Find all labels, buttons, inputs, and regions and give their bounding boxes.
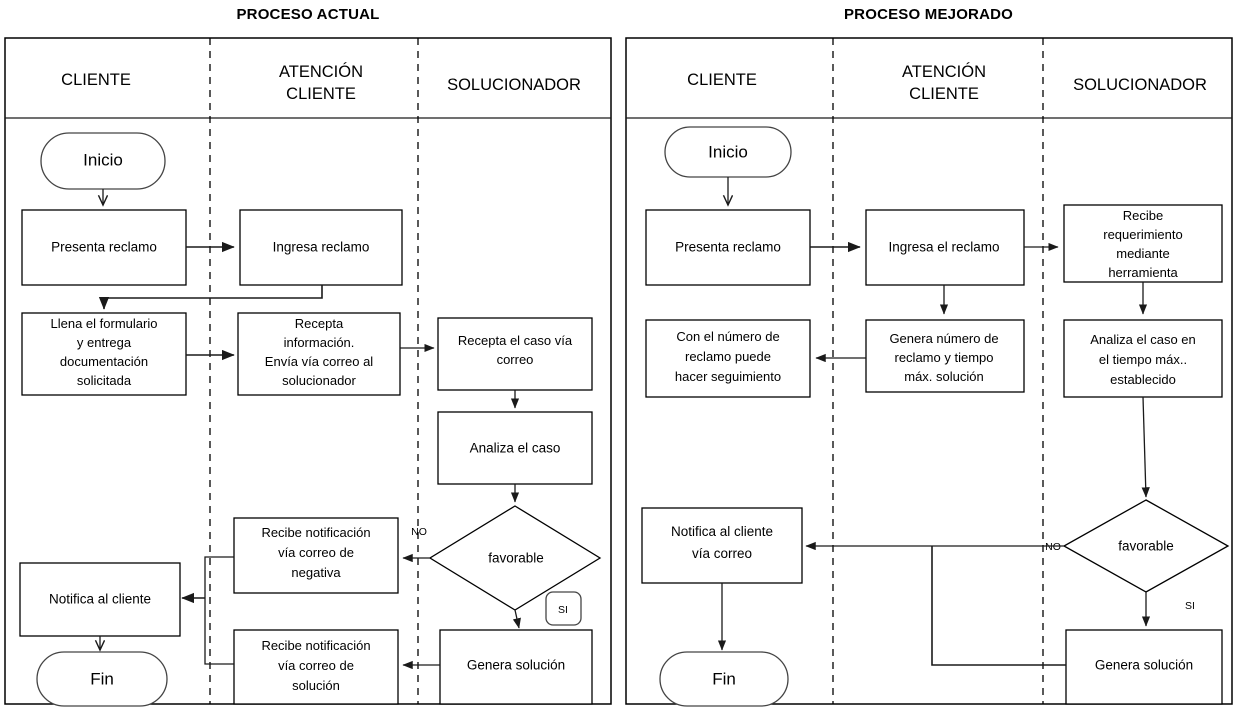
branch-label-si-right: SI	[1185, 600, 1195, 612]
lane-label-atencion-left-line1: ATENCIÓN	[279, 62, 363, 81]
node-llena-formulario-left[interactable]: Llena el formulario y entrega documentac…	[21, 312, 187, 396]
node-analiza-caso-right-line3: establecido	[1110, 372, 1176, 387]
node-recepta-caso-left-line2: correo	[497, 352, 534, 367]
panel-title-proceso-mejorado: PROCESO MEJORADO	[843, 6, 1014, 23]
node-con-numero-right[interactable]: Con el número de reclamo puede hacer seg…	[645, 319, 811, 398]
node-presenta-reclamo-right[interactable]: Presenta reclamo	[645, 209, 811, 286]
node-inicio-right[interactable]: Inicio	[664, 126, 792, 178]
node-recepta-caso-left[interactable]: Recepta el caso vía correo	[437, 317, 593, 391]
node-fin-right-label: Fin	[712, 669, 736, 688]
panel-frame-right	[625, 37, 1233, 705]
node-ingresa-reclamo-left[interactable]: Ingresa reclamo	[239, 209, 403, 286]
node-recibe-solucion-left-line3: solución	[292, 678, 340, 693]
lane-label-atencion-left-line2: CLIENTE	[286, 85, 356, 103]
node-inicio-right-label: Inicio	[708, 142, 748, 161]
node-recepta-informacion-left-line3: Envía vía correo al	[265, 354, 373, 369]
node-fin-right[interactable]: Fin	[659, 651, 789, 707]
node-notifica-cliente-left[interactable]: Notifica al cliente	[19, 562, 181, 637]
node-con-numero-right-line3: hacer seguimiento	[675, 369, 781, 384]
node-analiza-caso-left-label: Analiza el caso	[470, 441, 561, 456]
node-recibe-negativa-left[interactable]: Recibe notificación vía correo de negati…	[233, 517, 399, 594]
lane-label-atencion-right-line2: CLIENTE	[909, 85, 979, 103]
node-genera-solucion-right-label: Genera solución	[1095, 658, 1193, 673]
node-recibe-solucion-left-line1: Recibe notificación	[261, 638, 370, 653]
node-genera-solucion-left[interactable]: Genera solución	[439, 629, 593, 705]
node-recepta-informacion-left[interactable]: Recepta información. Envía vía correo al…	[237, 312, 401, 396]
node-recepta-informacion-left-line2: información.	[284, 335, 355, 350]
panel-title-proceso-actual: PROCESO ACTUAL	[236, 6, 380, 23]
node-decision-favorable-right[interactable]: favorable	[1062, 499, 1230, 593]
node-llena-formulario-left-line1: Llena el formulario	[51, 316, 158, 331]
node-recibe-requerimiento-right-line3: mediante	[1116, 246, 1169, 261]
node-recibe-negativa-left-line1: Recibe notificación	[261, 525, 370, 540]
node-decision-favorable-left-label: favorable	[488, 551, 544, 566]
node-genera-numero-right-line2: reclamo y tiempo	[895, 350, 994, 365]
node-analiza-caso-right-line2: el tiempo máx..	[1099, 352, 1187, 367]
branch-label-si-left: SI	[558, 604, 568, 616]
lane-label-atencion-right-line1: ATENCIÓN	[902, 62, 986, 81]
node-genera-numero-right[interactable]: Genera número de reclamo y tiempo máx. s…	[865, 319, 1025, 393]
node-analiza-caso-right-line1: Analiza el caso en	[1090, 332, 1196, 347]
node-notifica-cliente-right-line2: vía correo	[692, 546, 752, 561]
node-notifica-cliente-left-label: Notifica al cliente	[49, 592, 151, 607]
node-fin-left[interactable]: Fin	[36, 651, 168, 707]
node-con-numero-right-line1: Con el número de	[676, 329, 779, 344]
node-recibe-requerimiento-right-line4: herramienta	[1108, 265, 1178, 280]
node-genera-solucion-left-label: Genera solución	[467, 658, 565, 673]
node-llena-formulario-left-line3: documentación	[60, 354, 148, 369]
branch-label-no-left: NO	[411, 526, 427, 538]
node-inicio-left-label: Inicio	[83, 150, 123, 169]
node-recibe-solucion-left[interactable]: Recibe notificación vía correo de soluci…	[233, 629, 399, 705]
node-ingresa-reclamo-right-label: Ingresa el reclamo	[888, 240, 999, 255]
branch-label-si-left-box: SI	[545, 591, 582, 626]
node-recibe-requerimiento-right[interactable]: Recibe requerimiento mediante herramient…	[1063, 204, 1223, 283]
node-ingresa-reclamo-left-label: Ingresa reclamo	[273, 240, 370, 255]
node-con-numero-right-line2: reclamo puede	[685, 349, 771, 364]
node-recibe-negativa-left-line2: vía correo de	[278, 545, 354, 560]
node-analiza-caso-left[interactable]: Analiza el caso	[437, 411, 593, 485]
node-genera-numero-right-line1: Genera número de	[889, 331, 998, 346]
lane-label-solucionador-right: SOLUCIONADOR	[1073, 76, 1207, 94]
node-recibe-requerimiento-right-line1: Recibe	[1123, 208, 1163, 223]
node-inicio-left[interactable]: Inicio	[40, 132, 166, 190]
node-notifica-cliente-right[interactable]: Notifica al cliente vía correo	[641, 507, 803, 584]
node-ingresa-reclamo-right[interactable]: Ingresa el reclamo	[865, 209, 1025, 286]
node-genera-numero-right-line3: máx. solución	[904, 369, 983, 384]
lane-label-cliente-right: CLIENTE	[687, 71, 757, 89]
lane-label-solucionador-left: SOLUCIONADOR	[447, 76, 581, 94]
node-recibe-solucion-left-line2: vía correo de	[278, 658, 354, 673]
node-decision-favorable-right-label: favorable	[1118, 539, 1174, 554]
node-recepta-informacion-left-line1: Recepta	[295, 316, 344, 331]
branch-label-no-right: NO	[1045, 541, 1061, 553]
node-llena-formulario-left-line2: y entrega	[77, 335, 132, 350]
node-presenta-reclamo-right-label: Presenta reclamo	[675, 240, 781, 255]
node-fin-left-label: Fin	[90, 669, 114, 688]
lane-label-cliente-left: CLIENTE	[61, 71, 131, 89]
node-decision-favorable-left[interactable]: favorable	[428, 505, 602, 611]
node-analiza-caso-right[interactable]: Analiza el caso en el tiempo máx.. estab…	[1063, 319, 1223, 398]
node-recepta-informacion-left-line4: solucionador	[282, 373, 356, 388]
node-llena-formulario-left-line4: solicitada	[77, 373, 132, 388]
node-genera-solucion-right[interactable]: Genera solución	[1065, 629, 1223, 705]
node-recibe-negativa-left-line3: negativa	[291, 565, 341, 580]
node-presenta-reclamo-left-label: Presenta reclamo	[51, 240, 157, 255]
node-recibe-requerimiento-right-line2: requerimiento	[1103, 227, 1183, 242]
node-recepta-caso-left-line1: Recepta el caso vía	[458, 333, 573, 348]
node-notifica-cliente-right-line1: Notifica al cliente	[671, 524, 773, 539]
node-presenta-reclamo-left[interactable]: Presenta reclamo	[21, 209, 187, 286]
